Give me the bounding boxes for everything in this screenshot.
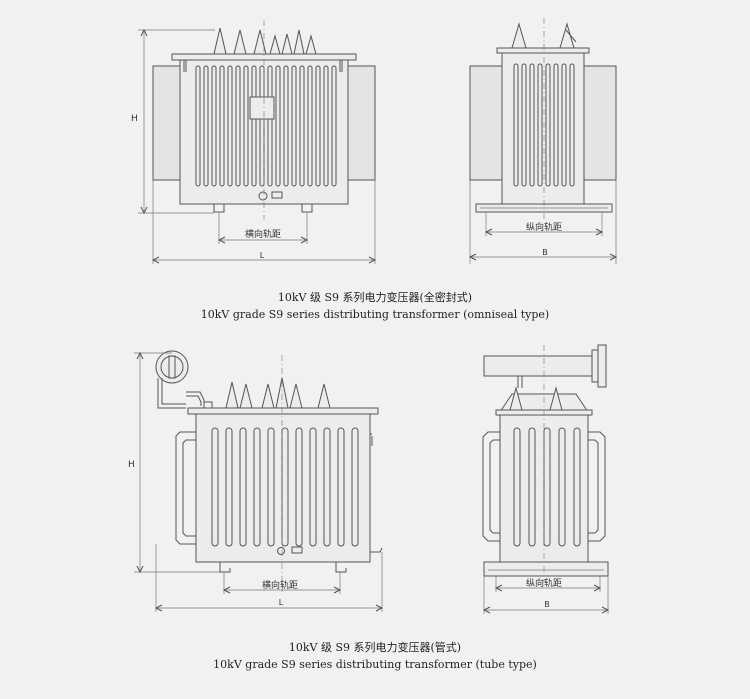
fig1-fin [291,65,297,187]
fig1-left-radiator [152,65,181,181]
fig1-side-fin [553,63,559,187]
fig2-tube [309,427,317,547]
fig1-caption-en: 10kV grade S9 series distributing transf… [200,308,550,321]
fig1-fin [251,65,257,187]
fig1-fin [267,65,273,187]
fig1-fin [243,65,249,187]
fig2-conservator [483,355,593,377]
fig2-tube [295,427,303,547]
fig2-rail-longitudinal-label: 纵向轨距 [526,577,562,589]
fig2-rail-transverse-label: 横向轨距 [262,579,298,591]
fig2-side-base [483,561,609,577]
fig1-nameplate [249,96,275,120]
fig2-tube [239,427,247,547]
fig1-side-left-radiator [469,65,503,181]
fig1-dim-height-label: H [131,114,138,124]
fig2-dim-height-label: H [128,460,135,470]
fig2-tube [267,427,275,547]
fig1-side-fin [537,63,543,187]
fig2-side-tubes [513,427,581,547]
fig1-front-view [138,20,377,264]
fig2-tube [253,427,261,547]
fig1-fin [315,65,321,187]
fig2-side-view [482,344,610,614]
fig1-fin [299,65,305,187]
fig1-fin [219,65,225,187]
fig2-tube [225,427,233,547]
fig1-fin [195,65,201,187]
fig1-fin [203,65,209,187]
fig2-side-tube [558,427,566,547]
fig1-fin [275,65,281,187]
fig2-side-tube [528,427,536,547]
fig2-bushings [225,377,331,409]
fig1-fin [323,65,329,187]
fig1-fin [283,65,289,187]
fig2-tube [211,427,219,547]
fig2-side-tube [573,427,581,547]
fig1-fin [227,65,233,187]
fig2-dim-width-label: B [544,600,550,609]
fig2-tube [351,427,359,547]
fig1-caption-cn: 10kV 级 S9 系列电力变压器(全密封式) [277,291,473,304]
fig2-cooling-tubes [211,427,359,547]
fig2-caption-cn: 10kV 级 S9 系列电力变压器(管式) [288,641,462,654]
fig1-drain-valve [258,191,268,201]
fig1-side-fins [513,63,575,187]
fig1-rail-longitudinal-label: 纵向轨距 [526,221,562,233]
fig1-side-fin [529,63,535,187]
fig1-fin [259,65,265,187]
fig2-caption-en: 10kV grade S9 series distributing transf… [213,658,537,671]
fig1-side-right-radiator [583,65,617,181]
fig1-side-fin [521,63,527,187]
fig1-rail-transverse-label: 横向轨距 [245,228,281,240]
fig1-corrugated-fins [195,65,337,187]
fig1-side-fin [513,63,519,187]
fig1-side-fin [569,63,575,187]
fig1-fin [307,65,313,187]
fig1-hv-bushings [213,27,317,55]
fig2-side-tube [513,427,521,547]
fig1-side-view [468,18,618,264]
fig1-fin [331,65,337,187]
fig2-front-view [134,350,384,612]
fig2-tube [281,427,289,547]
fig2-side-tube [543,427,551,547]
fig1-dim-width-label: B [542,248,548,257]
fig1-fin [211,65,217,187]
fig1-dim-length-label: L [260,251,265,260]
fig1-fin [235,65,241,187]
fig2-dim-length-label: L [279,598,284,607]
fig1-side-fin [545,63,551,187]
fig2-top-cover [187,407,379,415]
fig1-right-radiator [347,65,376,181]
fig2-tube [337,427,345,547]
fig2-tube [323,427,331,547]
fig1-side-fin [561,63,567,187]
